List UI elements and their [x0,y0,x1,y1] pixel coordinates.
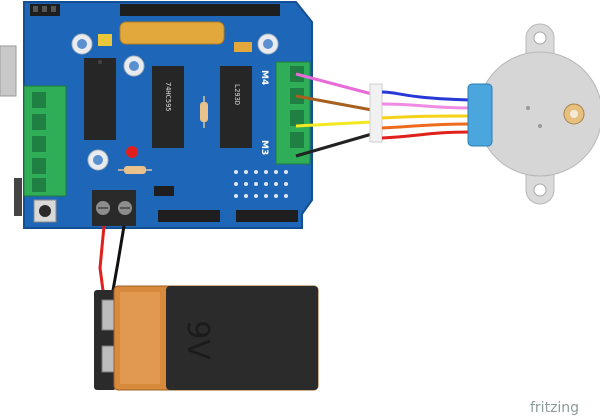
capacitor [257,33,279,55]
l293d-chip-right: L293D [220,66,252,148]
stepper-wires [295,72,373,158]
fritzing-watermark: fritzing [530,400,579,416]
motor-wires [381,90,471,140]
power-jack [14,178,22,216]
chip-label-74hc595: 74HC595 [164,82,172,112]
chip-label-l293d: L293D [233,84,241,105]
red-led [126,146,138,158]
top-header-left [30,4,60,16]
small-cap [234,42,252,52]
capacitor [71,33,93,55]
prototype-holes [234,170,288,198]
motor-connector [369,83,383,143]
capacitor [87,149,109,171]
port-m3-label: M3 [259,140,269,155]
l293d-chip-left [84,58,116,140]
resistor [118,166,152,174]
jumper-header [154,186,174,196]
port-m4-label: M4 [259,70,269,85]
reset-button [33,199,57,223]
resistor [200,96,208,128]
shift-register-chip: 74HC595 [152,66,184,148]
yellow-capacitor [98,34,112,46]
resistor-array [119,21,225,45]
battery-9v: 9V [94,285,319,391]
terminal-block-left [23,85,67,197]
top-header-right [120,4,280,16]
battery-label: 9V [180,320,215,360]
terminal-block-right [275,61,311,165]
bottom-header-left [158,210,220,222]
battery-wires [98,225,126,299]
stepper-motor [467,23,600,205]
power-terminal [92,190,136,226]
bottom-header-right [236,210,298,222]
usb-connector [0,45,17,97]
capacitor [123,55,145,77]
